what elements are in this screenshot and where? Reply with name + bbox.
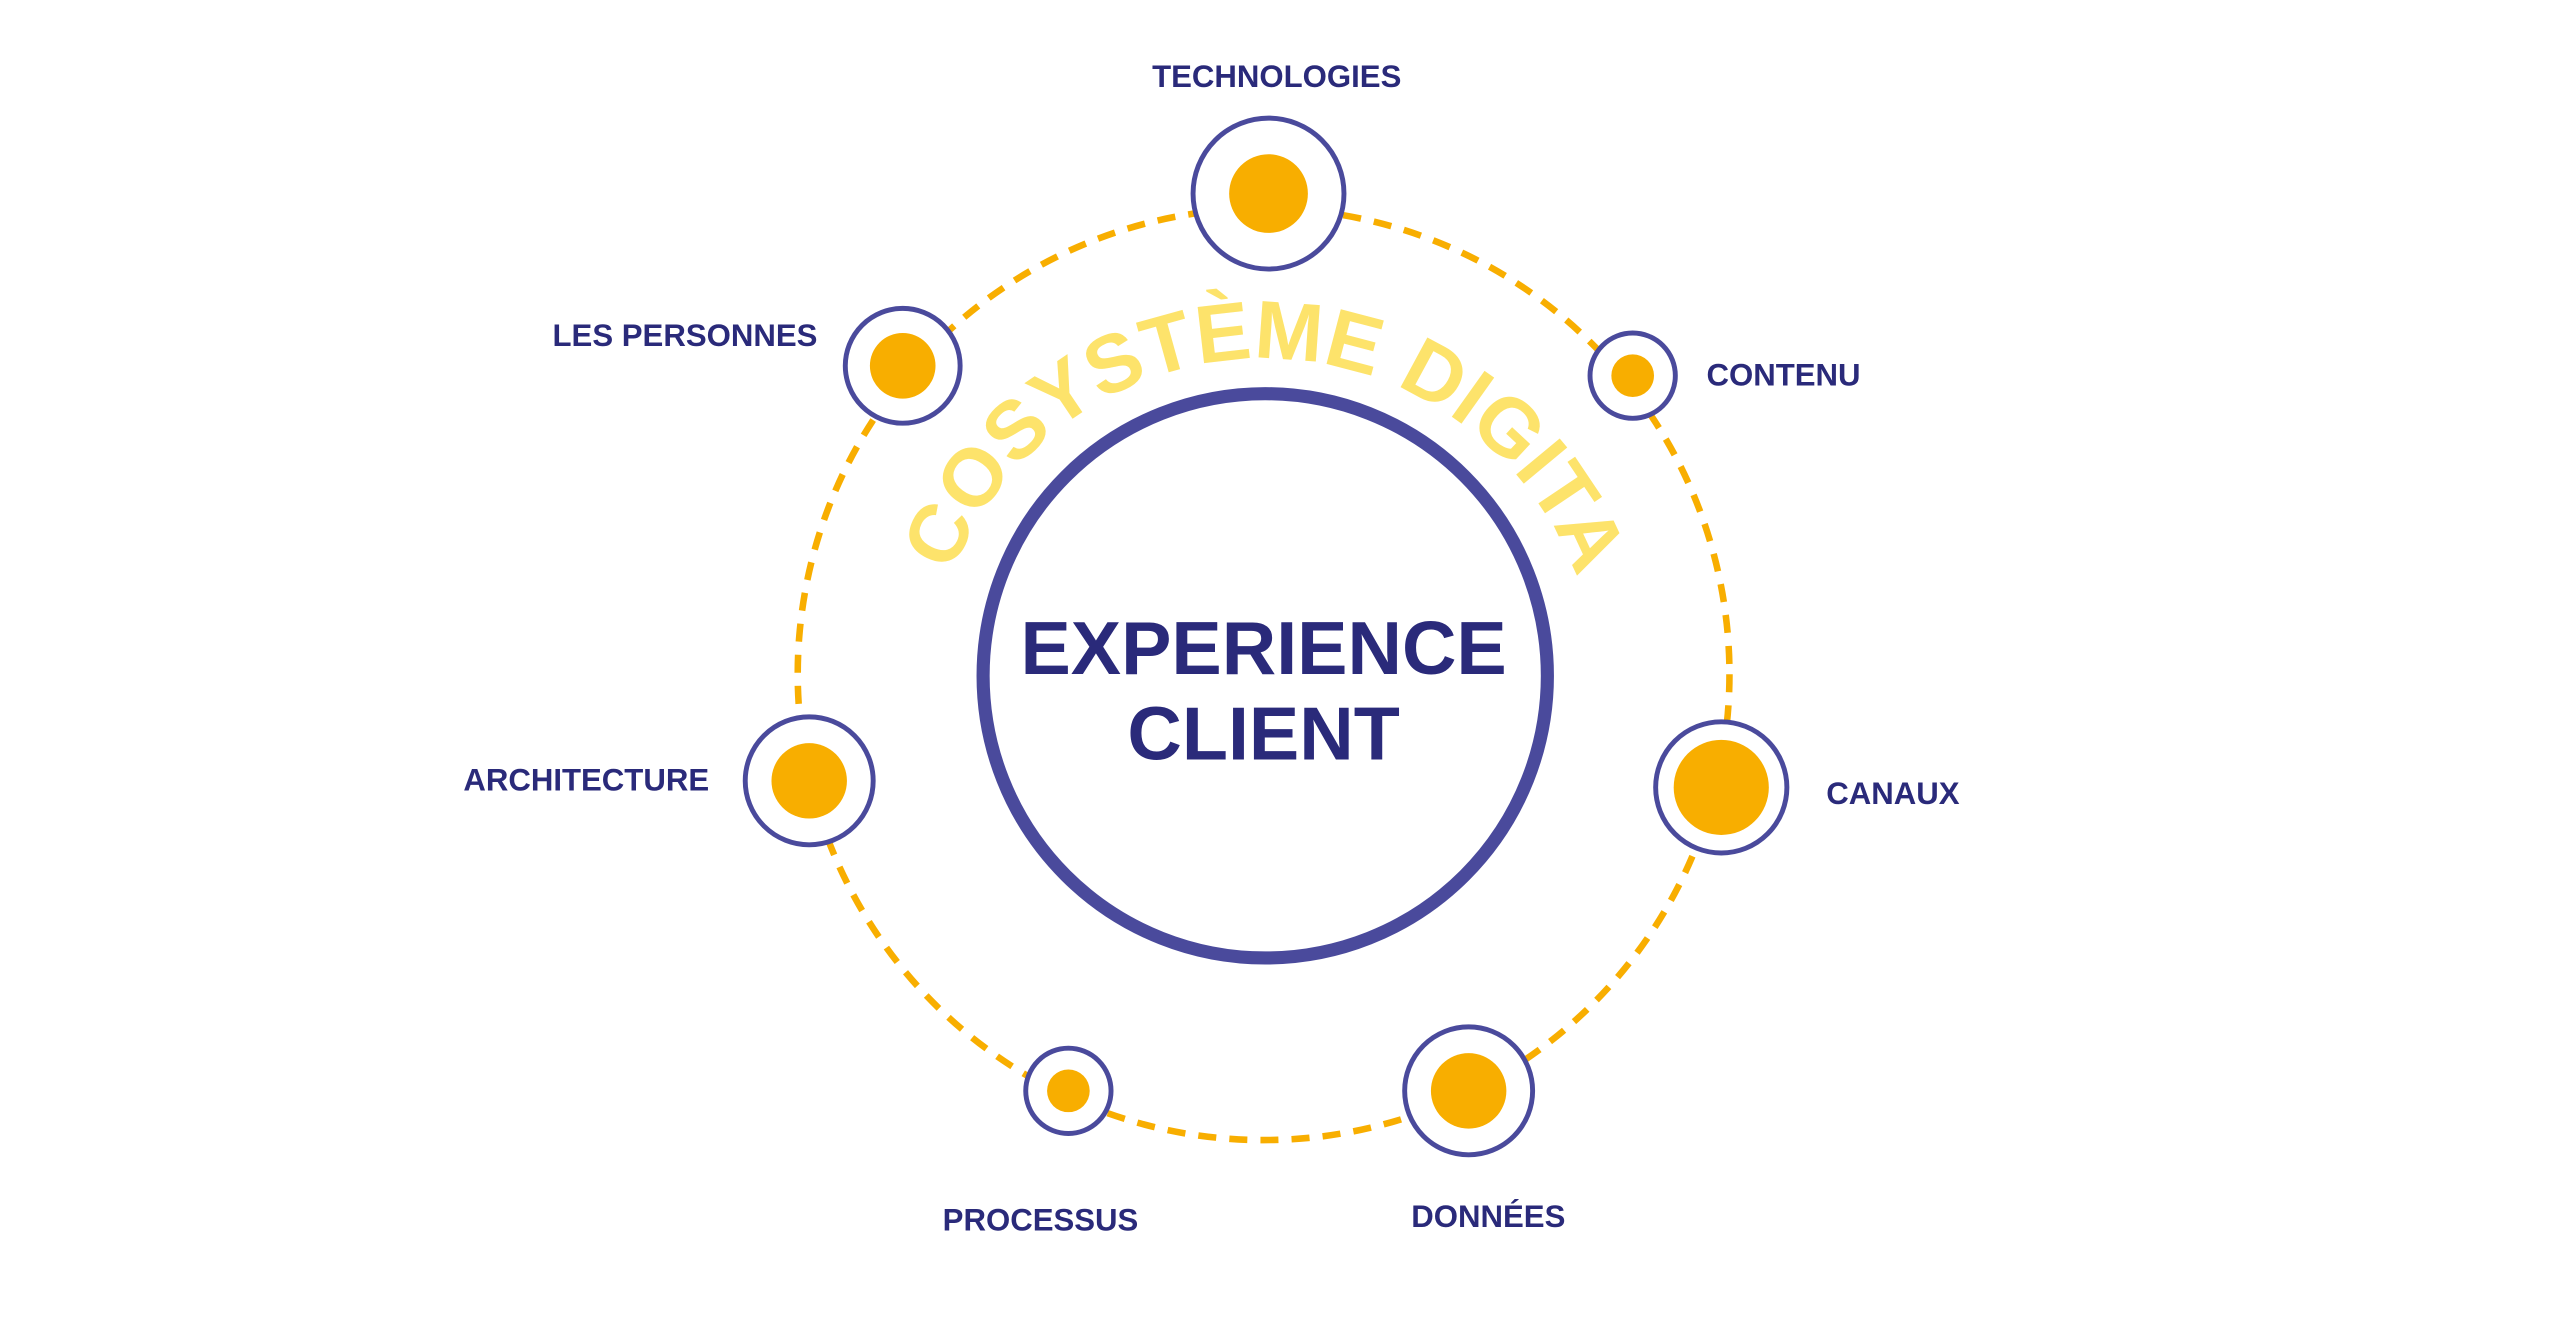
node-architecture: ARCHITECTURE [463, 714, 876, 848]
center-circle [976, 387, 1554, 965]
node-label: DONNÉES [1411, 1199, 1565, 1234]
center-title-line1: EXPERIENCE [1020, 606, 1506, 690]
center-title-line2: CLIENT [1127, 692, 1399, 776]
node-label: CANAUX [1826, 776, 1960, 811]
node-canaux: CANAUX [1653, 719, 1960, 856]
node-les-personnes: LES PERSONNES [553, 305, 963, 426]
node-label: TECHNOLOGIES [1152, 59, 1401, 94]
node-donnees: DONNÉES [1402, 1024, 1565, 1234]
node-processus: PROCESSUS [943, 1045, 1139, 1237]
node-label: CONTENU [1707, 357, 1861, 392]
node-label: PROCESSUS [943, 1202, 1139, 1237]
node-contenu: CONTENU [1587, 330, 1861, 421]
node-technologies: TECHNOLOGIES [1152, 59, 1401, 272]
node-label: LES PERSONNES [553, 318, 818, 353]
node-label: ARCHITECTURE [463, 763, 709, 798]
